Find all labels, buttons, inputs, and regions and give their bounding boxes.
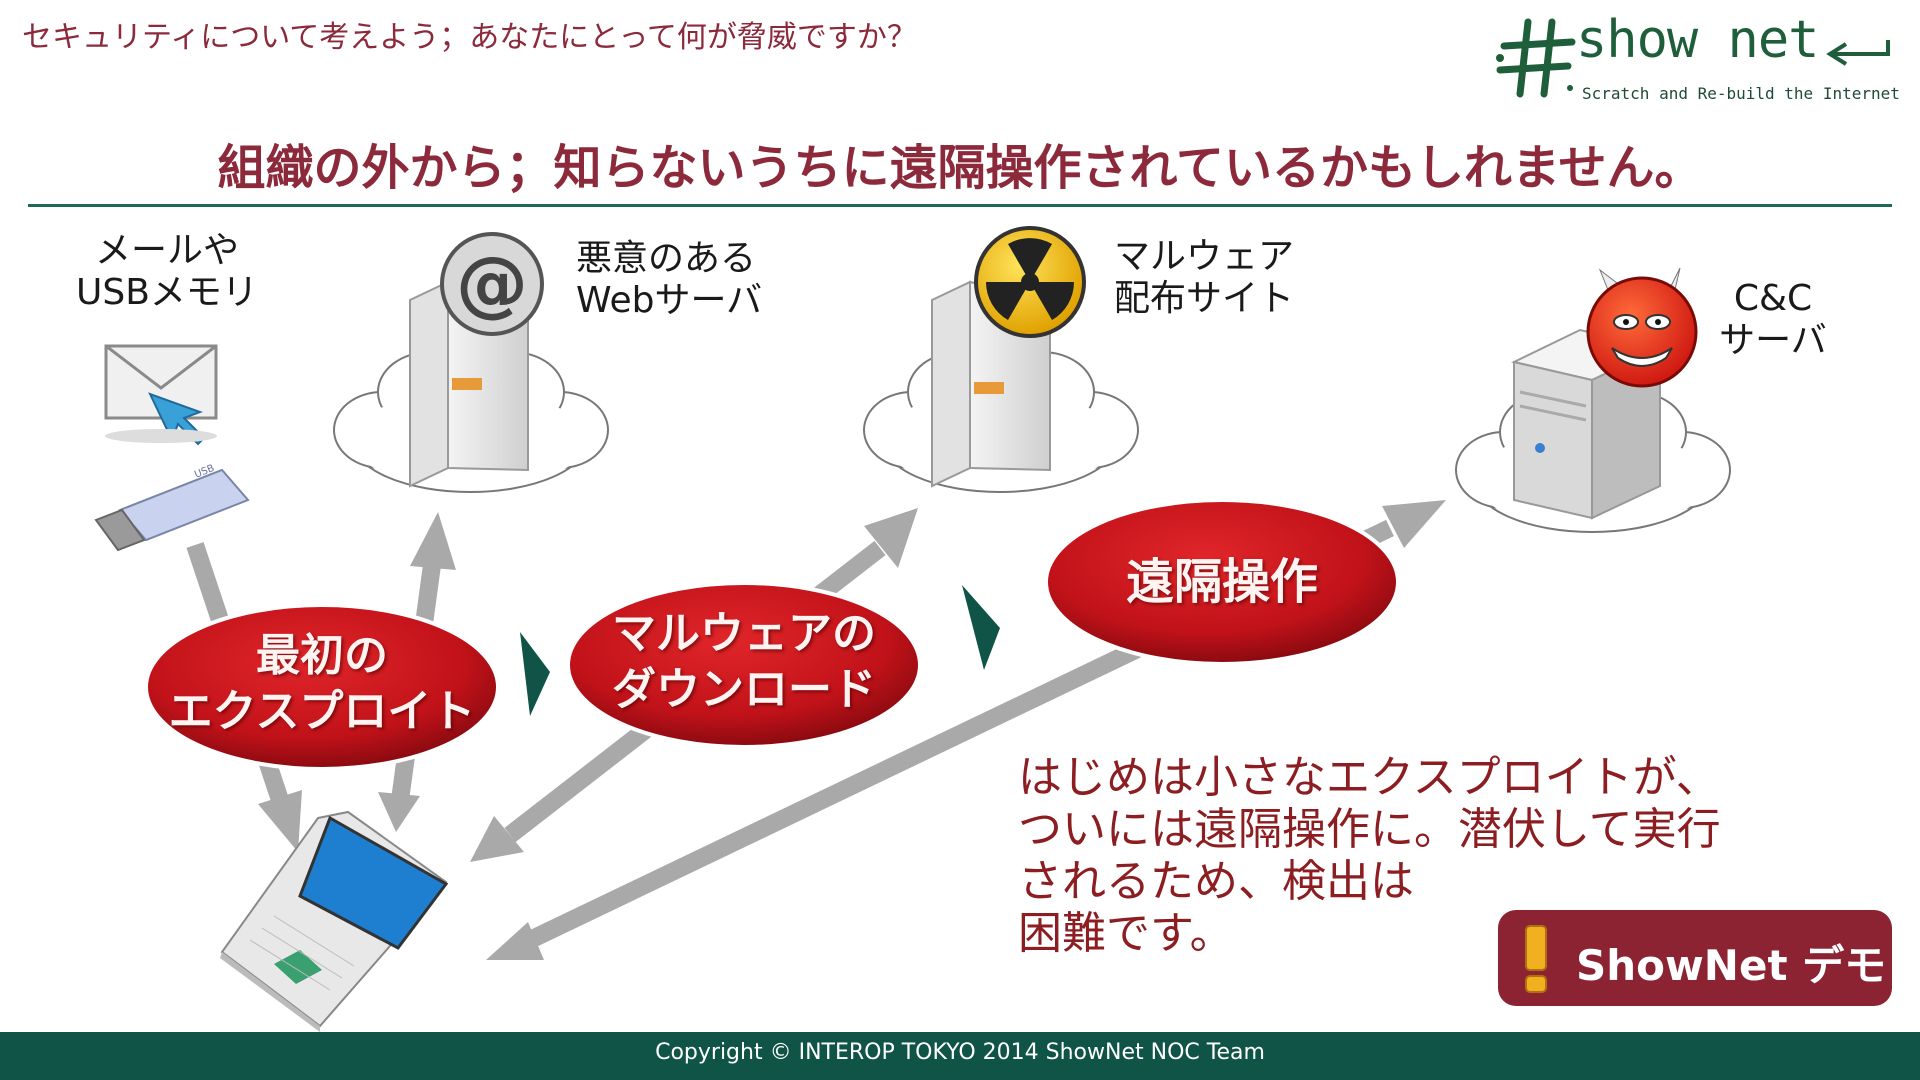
label-line: 悪意のある <box>576 238 757 279</box>
label-line: 最初の <box>256 630 388 681</box>
usb-memory-icon: USB <box>94 463 250 552</box>
at-sign-icon: @ <box>440 232 544 336</box>
laptop-icon <box>220 810 449 1032</box>
exclamation-icon <box>1525 925 1547 993</box>
demo-label: ShowNet デモ <box>1576 941 1887 990</box>
devil-icon <box>1586 267 1698 388</box>
shownet-logo: show net Scratch and Re-build the Intern… <box>1490 8 1900 108</box>
stage-malware-download <box>566 581 922 749</box>
label-line: Webサーバ <box>576 280 763 321</box>
copyright-text: Copyright © INTEROP TOKYO 2014 ShowNet N… <box>655 1040 1265 1065</box>
page-title: 組織の外から；知らないうちに遠隔操作されているかもしれません。 <box>217 140 1703 196</box>
hash-logo-icon <box>1496 18 1576 98</box>
shownet-demo-badge: ShowNet デモ <box>1498 910 1892 1006</box>
label-line: サーバ <box>1719 320 1827 361</box>
svg-text:@: @ <box>456 241 528 325</box>
chevron-right-icon <box>520 632 550 716</box>
malware-download-label: マルウェアの ダウンロード <box>568 606 920 718</box>
label-cc-server: C&C サーバ <box>1708 278 1838 362</box>
label-line: USBメモリ <box>76 272 258 313</box>
label-line: 配布サイト <box>1114 278 1295 319</box>
label-line: ダウンロード <box>612 664 876 715</box>
chevron-right-icon <box>962 585 1000 670</box>
label-malicious-webserver: 悪意のある Webサーバ <box>576 238 762 322</box>
summary-line: ついには遠隔操作に。潜伏して実行 <box>1018 804 1721 855</box>
remote-control-label: 遠隔操作 <box>1046 552 1398 612</box>
email-envelope-icon <box>104 344 218 446</box>
label-mail-usb: メールや USBメモリ <box>76 230 258 314</box>
label-line: C&C <box>1733 278 1813 319</box>
return-arrow-icon <box>1826 40 1890 66</box>
stage-first-exploit <box>144 603 500 771</box>
summary-text: はじめは小さなエクスプロイトが、 ついには遠隔操作に。潜伏して実行 されるため、… <box>1018 752 1721 960</box>
radiation-icon <box>974 226 1086 338</box>
tower-server-icon <box>1511 328 1664 520</box>
first-exploit-label: 最初の エクスプロイト <box>146 628 498 740</box>
summary-line: されるため、検出は <box>1018 856 1414 907</box>
title-divider <box>28 204 1892 207</box>
stage-remote-control <box>1044 498 1400 666</box>
label-malware-site: マルウェア 配布サイト <box>1114 236 1294 320</box>
label-line: マルウェア <box>1114 236 1295 277</box>
label-line: 遠隔操作 <box>1125 554 1318 610</box>
label-line: エクスプロイト <box>168 686 476 737</box>
header-subtitle: セキュリティについて考えよう；あなたにとって何が脅威ですか？ <box>22 20 917 55</box>
label-line: メールや <box>94 230 239 271</box>
footer-bar: Copyright © INTEROP TOKYO 2014 ShowNet N… <box>0 1032 1920 1080</box>
logo-text: show net <box>1576 10 1819 70</box>
label-line: マルウェアの <box>612 608 876 659</box>
logo-tagline: Scratch and Re-build the Internet <box>1582 84 1900 103</box>
summary-line: 困難です。 <box>1018 908 1234 959</box>
summary-line: はじめは小さなエクスプロイトが、 <box>1018 752 1720 803</box>
